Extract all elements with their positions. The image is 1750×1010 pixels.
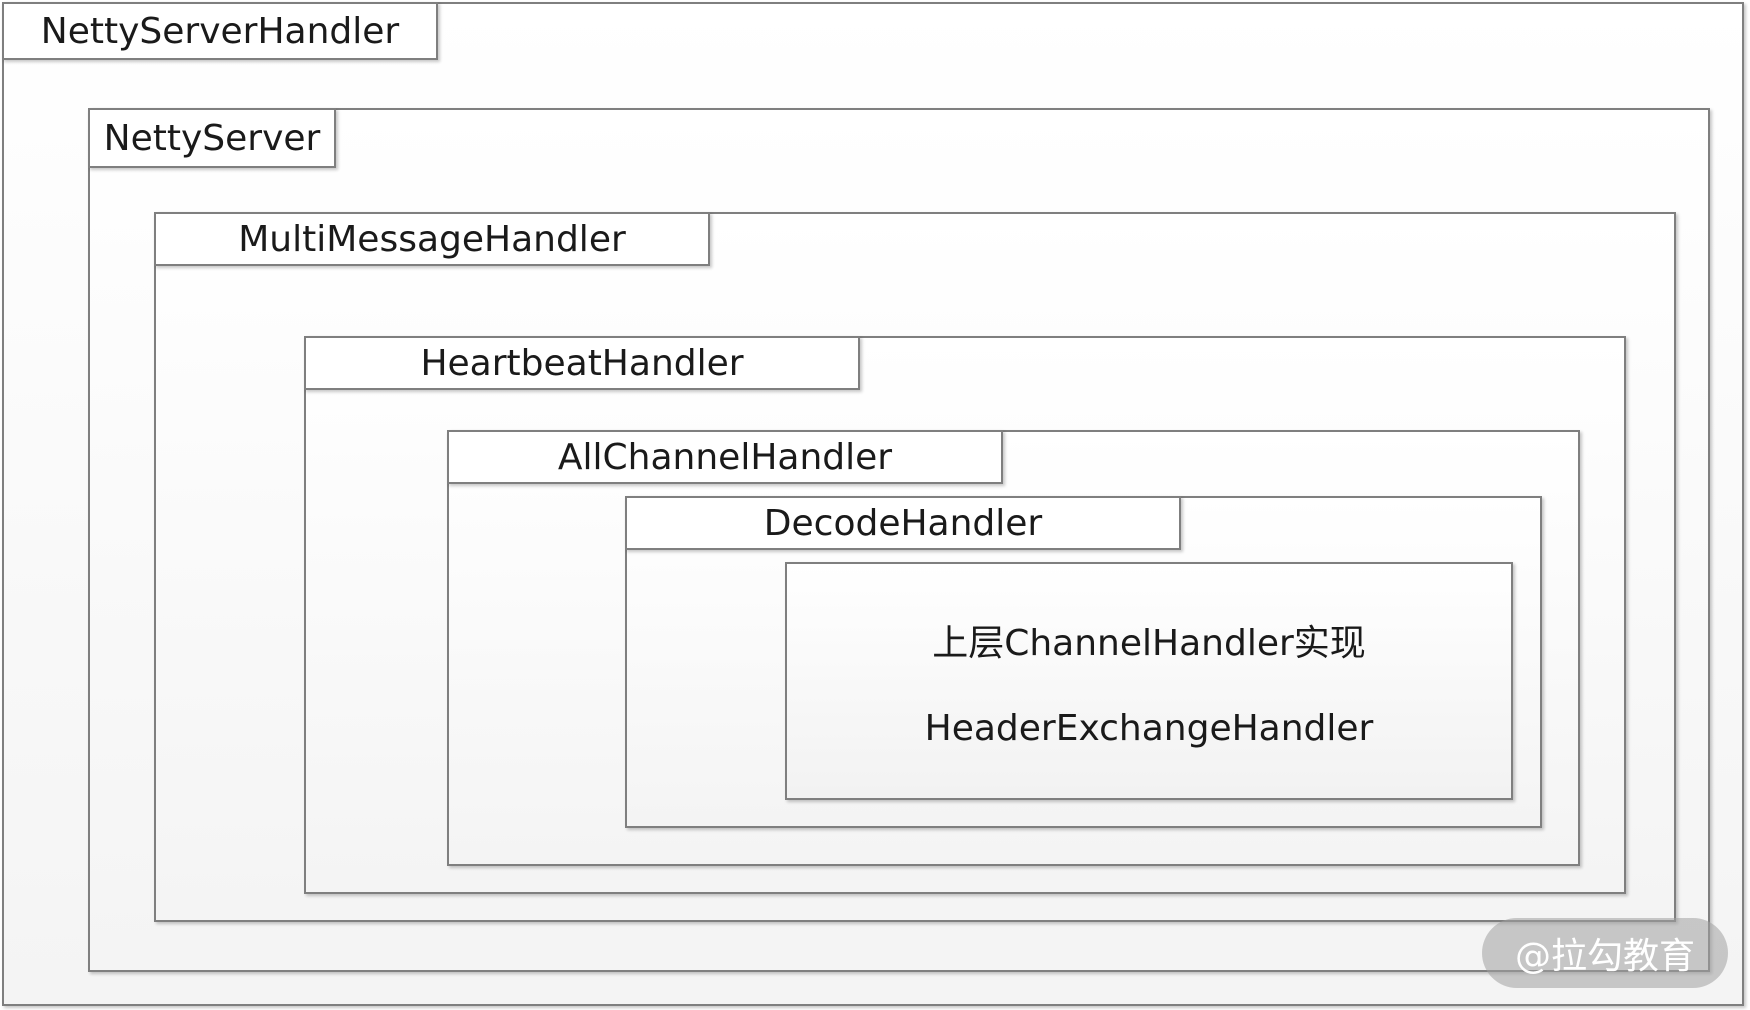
watermark-logo: @拉勾教育 [1482,918,1728,988]
inner-channel-handler-box: 上层ChannelHandler实现 HeaderExchangeHandler [785,562,1513,800]
label-multi-message-handler: MultiMessageHandler [154,212,710,266]
inner-title: 上层ChannelHandler实现 [932,623,1366,664]
label-all-channel-handler: AllChannelHandler [447,430,1003,484]
label-netty-server: NettyServer [88,108,336,168]
label-decode-handler: DecodeHandler [625,496,1181,550]
inner-subtitle: HeaderExchangeHandler [924,708,1374,749]
label-netty-server-handler: NettyServerHandler [2,2,438,60]
label-heartbeat-handler: HeartbeatHandler [304,336,860,390]
